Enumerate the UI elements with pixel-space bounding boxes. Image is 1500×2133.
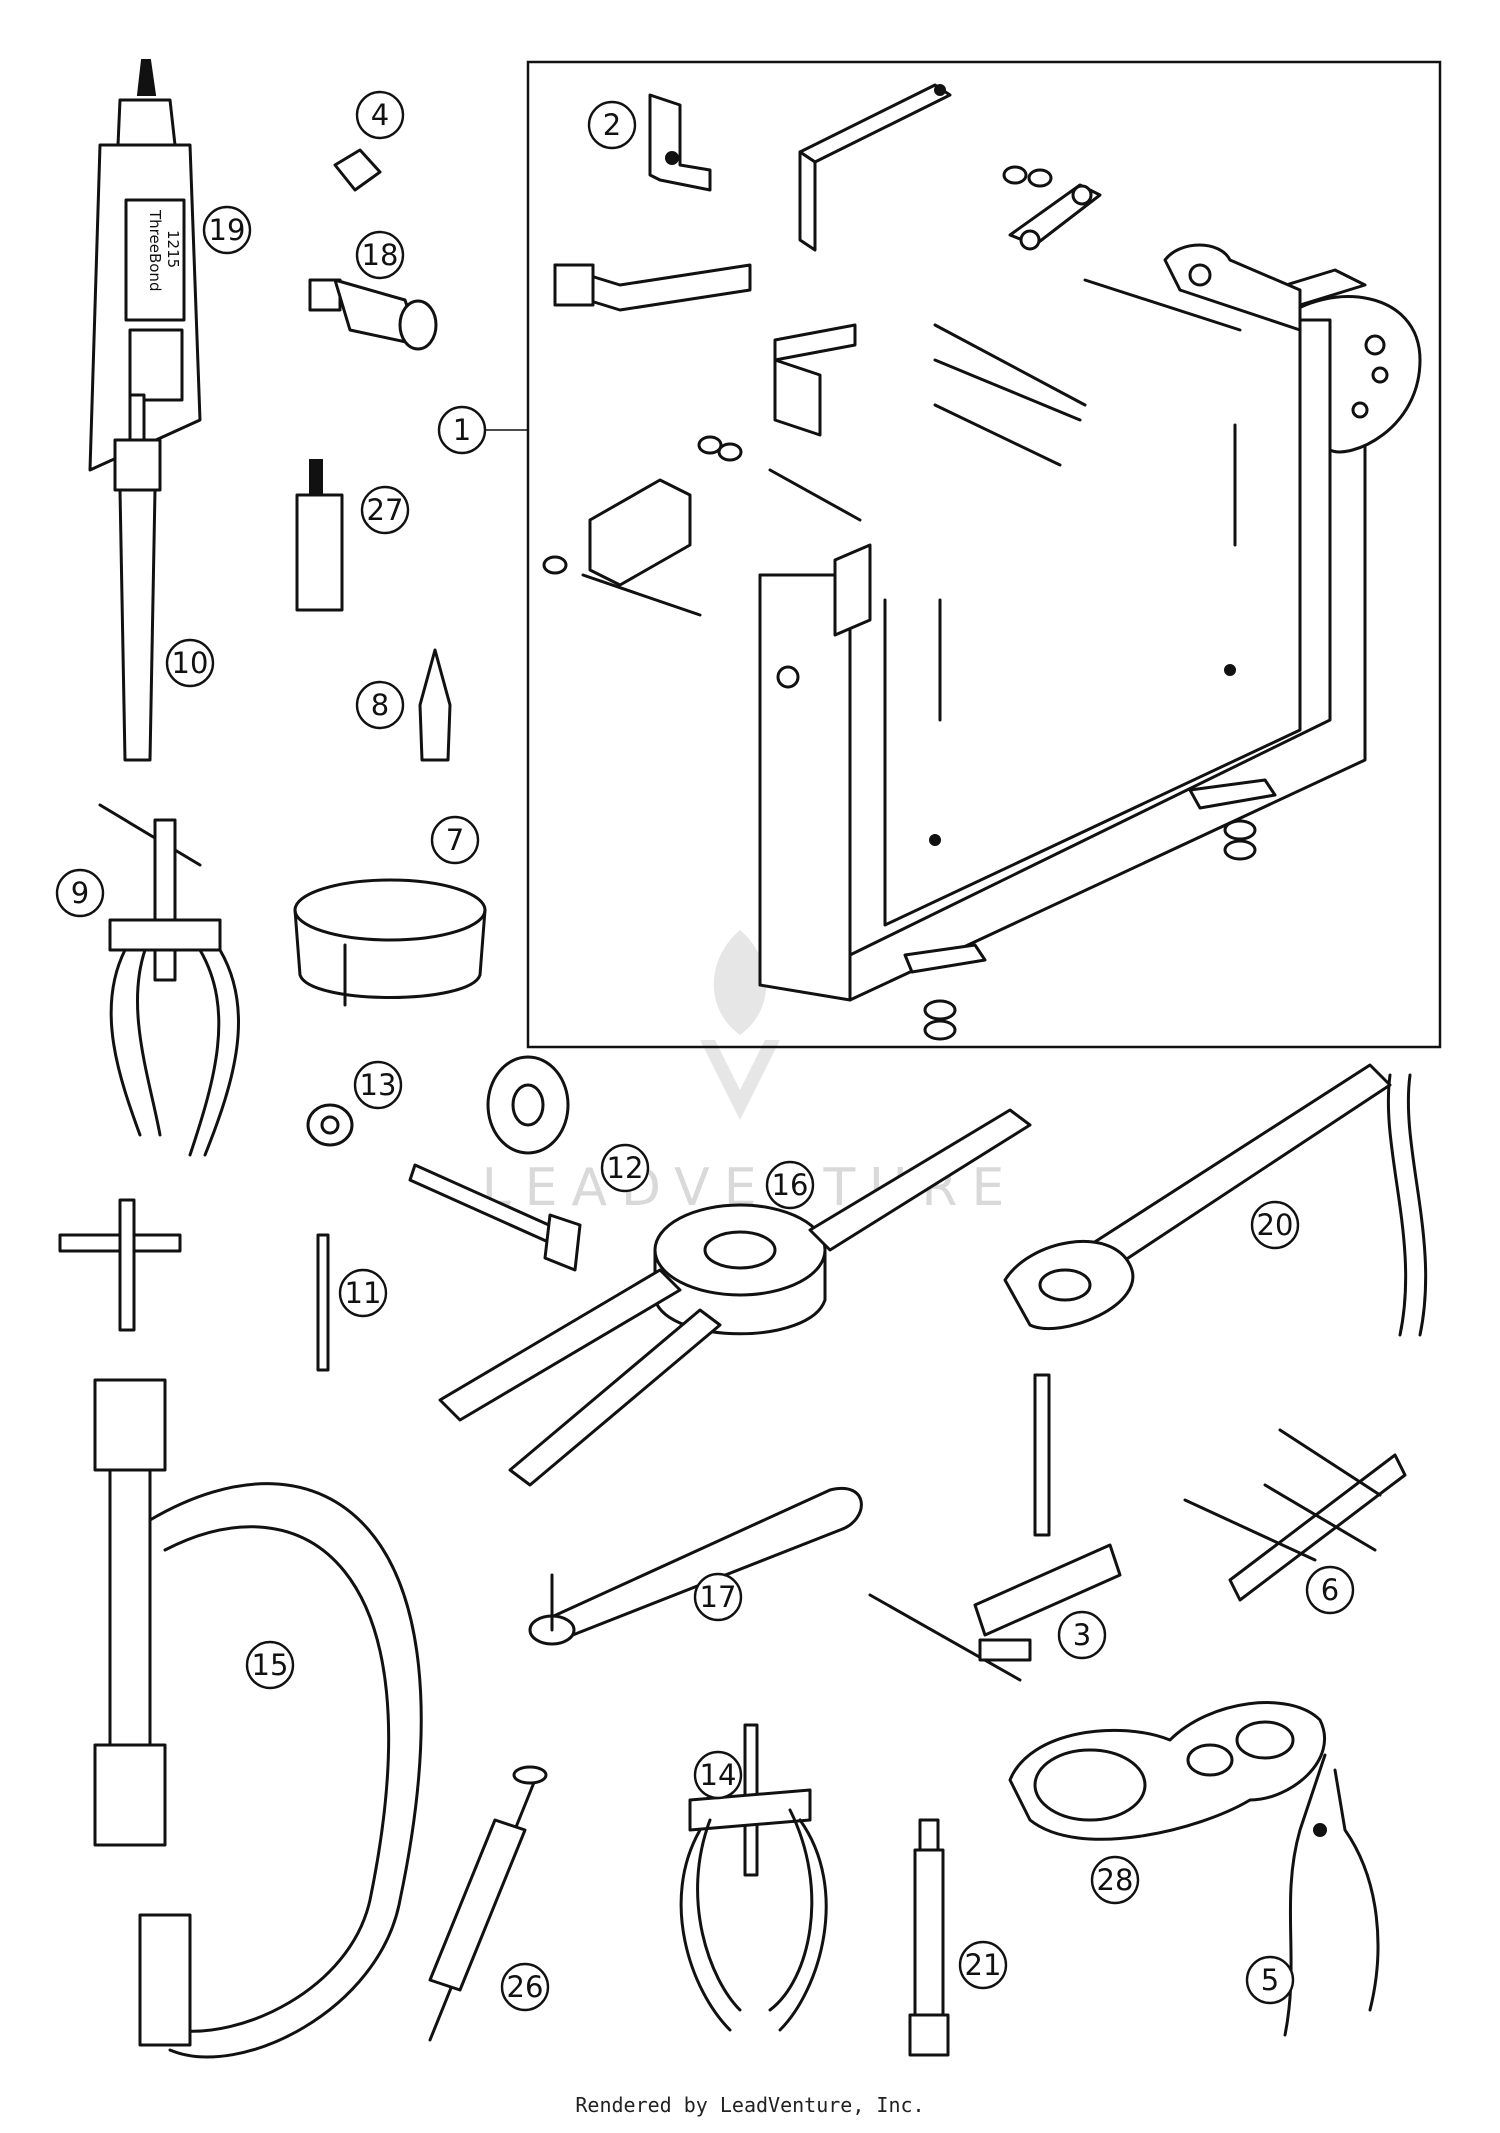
callout-16: 16 (765, 1160, 815, 1210)
svg-text:12: 12 (607, 1151, 644, 1185)
svg-text:5: 5 (1261, 1963, 1279, 1997)
callout-17: 17 (693, 1572, 743, 1622)
tool-8 (418, 648, 452, 762)
callout-20: 20 (1250, 1200, 1300, 1250)
callout-4: 4 (355, 90, 405, 140)
svg-text:27: 27 (367, 493, 404, 527)
callout-19: 19 (202, 205, 252, 255)
svg-text:10: 10 (172, 646, 209, 680)
svg-text:1: 1 (453, 413, 471, 447)
svg-text:7: 7 (446, 823, 464, 857)
c-clamp-15 (58, 1198, 423, 2059)
holder-plate-28 (1008, 1701, 1327, 1841)
tube-number-label: 1215 (164, 230, 182, 268)
ring-7 (293, 878, 487, 1007)
lever-17 (528, 1486, 863, 1646)
tube-brand-label: ThreeBond (146, 209, 164, 291)
tool-4 (333, 148, 382, 192)
svg-text:20: 20 (1257, 1208, 1294, 1242)
svg-text:8: 8 (371, 688, 389, 722)
pliers-5 (1283, 1753, 1380, 2037)
svg-text:28: 28 (1097, 1863, 1134, 1897)
callout-2: 2 (587, 100, 637, 150)
svg-text:9: 9 (71, 876, 89, 910)
svg-text:18: 18 (362, 238, 399, 272)
puller-9 (98, 803, 240, 1157)
tool-21 (908, 1818, 950, 2057)
svg-text:19: 19 (209, 213, 246, 247)
svg-text:14: 14 (700, 1758, 737, 1792)
svg-text:11: 11 (345, 1276, 382, 1310)
callout-14: 14 (693, 1750, 743, 1800)
svg-text:26: 26 (507, 1970, 544, 2004)
threebond-tube: ThreeBond 1215 (88, 59, 202, 472)
svg-text:4: 4 (371, 98, 389, 132)
bolt-12 (408, 1055, 582, 1272)
callout-1: 1 (437, 405, 487, 455)
bottle-27 (295, 459, 344, 612)
callout-10: 10 (165, 638, 215, 688)
chain-tool-3 (868, 1373, 1122, 1682)
callout-13: 13 (353, 1060, 403, 1110)
callout-18: 18 (355, 230, 405, 280)
footer-credit: Rendered by LeadVenture, Inc. (575, 2093, 925, 2117)
callout-28: 28 (1090, 1855, 1140, 1905)
callout-9: 9 (55, 868, 105, 918)
callout-11: 11 (338, 1268, 388, 1318)
holder-16 (438, 1108, 1032, 1487)
callout-27: 27 (360, 485, 410, 535)
syringe-26 (428, 1765, 548, 2042)
callout-5: 5 (1245, 1955, 1295, 2005)
svg-text:2: 2 (603, 108, 621, 142)
tool-10 (113, 393, 162, 762)
pin-11 (316, 1233, 330, 1372)
tool-18 (308, 278, 438, 351)
callout-12: 12 (600, 1143, 650, 1193)
svg-text:3: 3 (1073, 1618, 1091, 1652)
svg-text:13: 13 (360, 1068, 397, 1102)
callout-21: 21 (958, 1940, 1008, 1990)
svg-text:21: 21 (965, 1948, 1002, 1982)
puller-14 (679, 1723, 828, 2032)
chain-wrench-20 (1003, 1063, 1428, 1337)
callout-3: 3 (1057, 1610, 1107, 1660)
callout-7: 7 (430, 815, 480, 865)
svg-text:15: 15 (252, 1648, 289, 1682)
callout-15: 15 (245, 1640, 295, 1690)
bracket-2 (648, 93, 712, 192)
svg-text:17: 17 (700, 1580, 737, 1614)
engine-stand-frame-box (526, 60, 1442, 1049)
callout-26: 26 (500, 1962, 550, 2012)
callout-8: 8 (355, 680, 405, 730)
callout-6: 6 (1305, 1565, 1355, 1615)
svg-text:16: 16 (772, 1168, 809, 1202)
tool-6 (1183, 1428, 1407, 1602)
svg-text:6: 6 (1321, 1573, 1339, 1607)
engine-stand (542, 83, 1422, 1041)
